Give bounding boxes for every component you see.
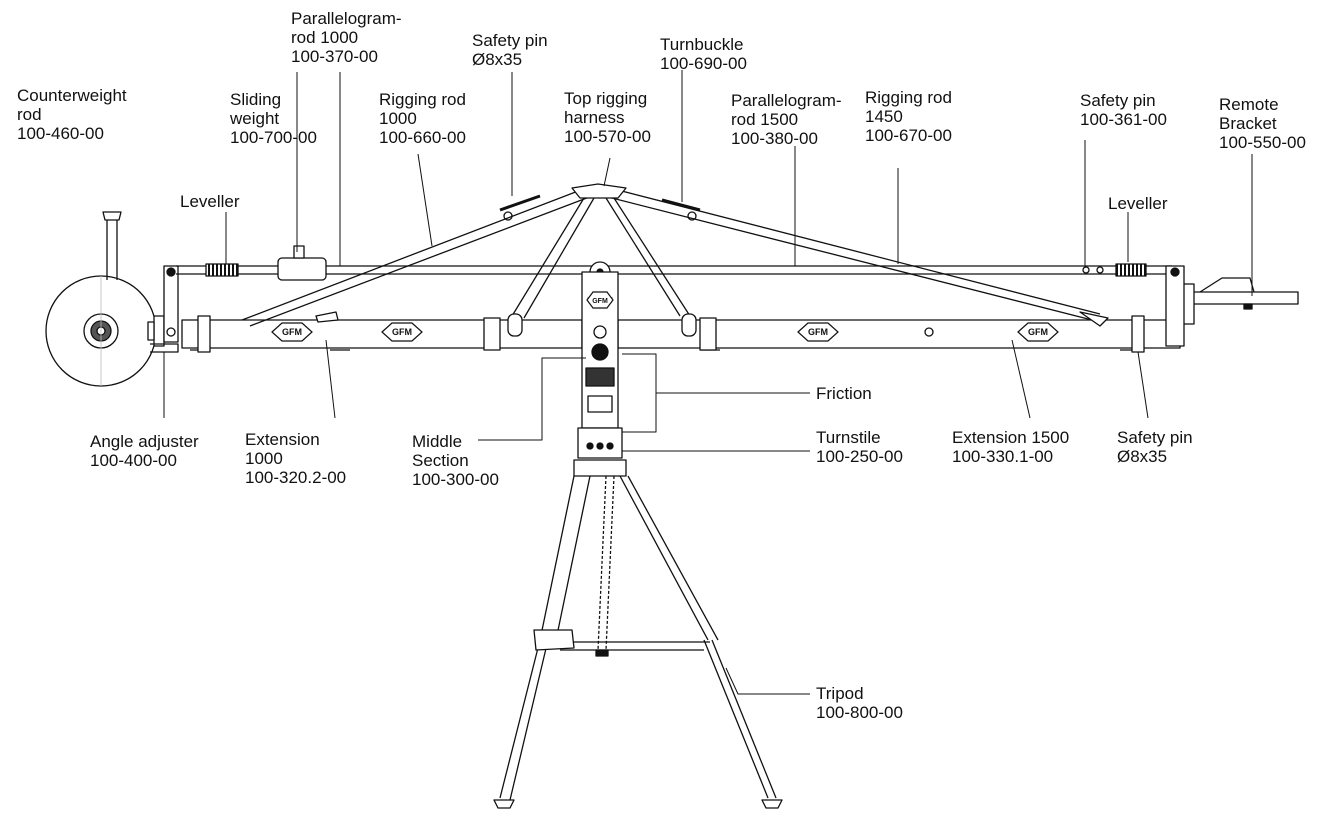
gfm-badge: GFM [381, 322, 423, 342]
gfm-badges: GFM GFM GFM GFM GFM [271, 291, 1059, 342]
gfm-badge: GFM [586, 291, 614, 309]
remote-bracket [1165, 265, 1299, 347]
gfm-badge: GFM [1017, 322, 1059, 342]
tripod [493, 459, 783, 809]
top-rigging-harness [507, 183, 697, 337]
rigging-rods [241, 187, 1109, 327]
label-leveller-right: Leveller [1108, 194, 1168, 213]
gfm-badge-text: GFM [808, 327, 828, 337]
parallelogram-rod [176, 245, 1181, 281]
counterweight-disc [45, 275, 157, 387]
label-friction: Friction [816, 384, 872, 403]
counterweight-rod [102, 211, 165, 347]
gfm-badge-text: GFM [282, 327, 302, 337]
gfm-badge-text: GFM [592, 298, 608, 305]
angle-adjuster [150, 265, 179, 353]
gfm-badge-text: GFM [1028, 327, 1048, 337]
label-leveller-left: Leveller [180, 192, 240, 211]
gfm-badge: GFM [271, 322, 313, 342]
gfm-badge: GFM [797, 322, 839, 342]
gfm-badge-text: GFM [392, 327, 412, 337]
callout-lines [163, 70, 1253, 695]
